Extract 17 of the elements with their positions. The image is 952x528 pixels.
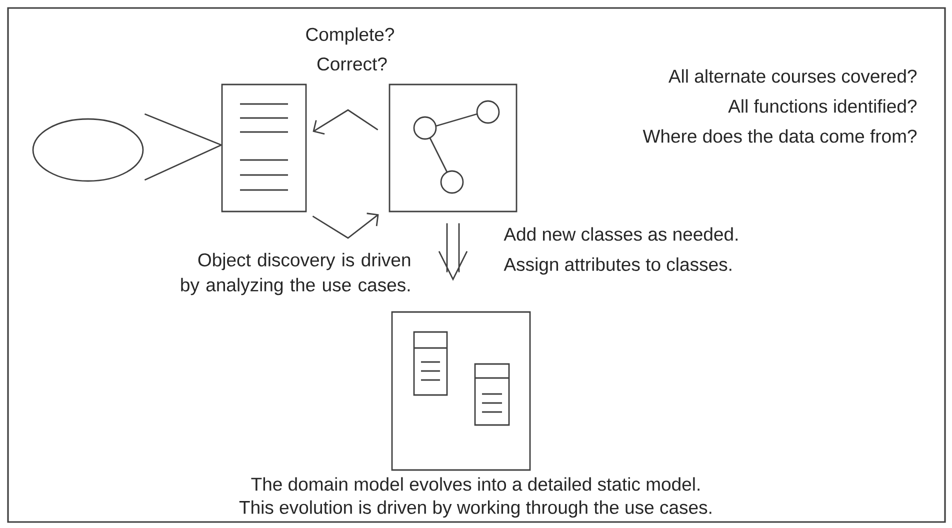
note-text: Where does the data come from? [642,129,917,143]
note-text: Correct? [317,57,387,71]
note-text: Add new classes as needed. [504,227,738,241]
use-case-ellipse [32,118,144,182]
chevron-arrow [144,113,222,181]
note-text: All functions identified? [728,99,917,113]
note-text: Object discovery is driven by analyzing the use cases. [181,252,410,296]
note-text: This evolution is driven by working through the use cases. [239,500,712,518]
document-drawing [221,84,307,212]
note-text: All alternate courses covered? [668,69,917,83]
note-text: Assign attributes to classes. [504,257,732,275]
note-text: Complete? [306,27,394,45]
class-diagram-drawing [391,311,531,471]
bent-arrow [312,212,379,239]
object-diagram-drawing [388,84,518,212]
double-arrow [438,222,468,281]
bent-arrow [312,109,378,135]
